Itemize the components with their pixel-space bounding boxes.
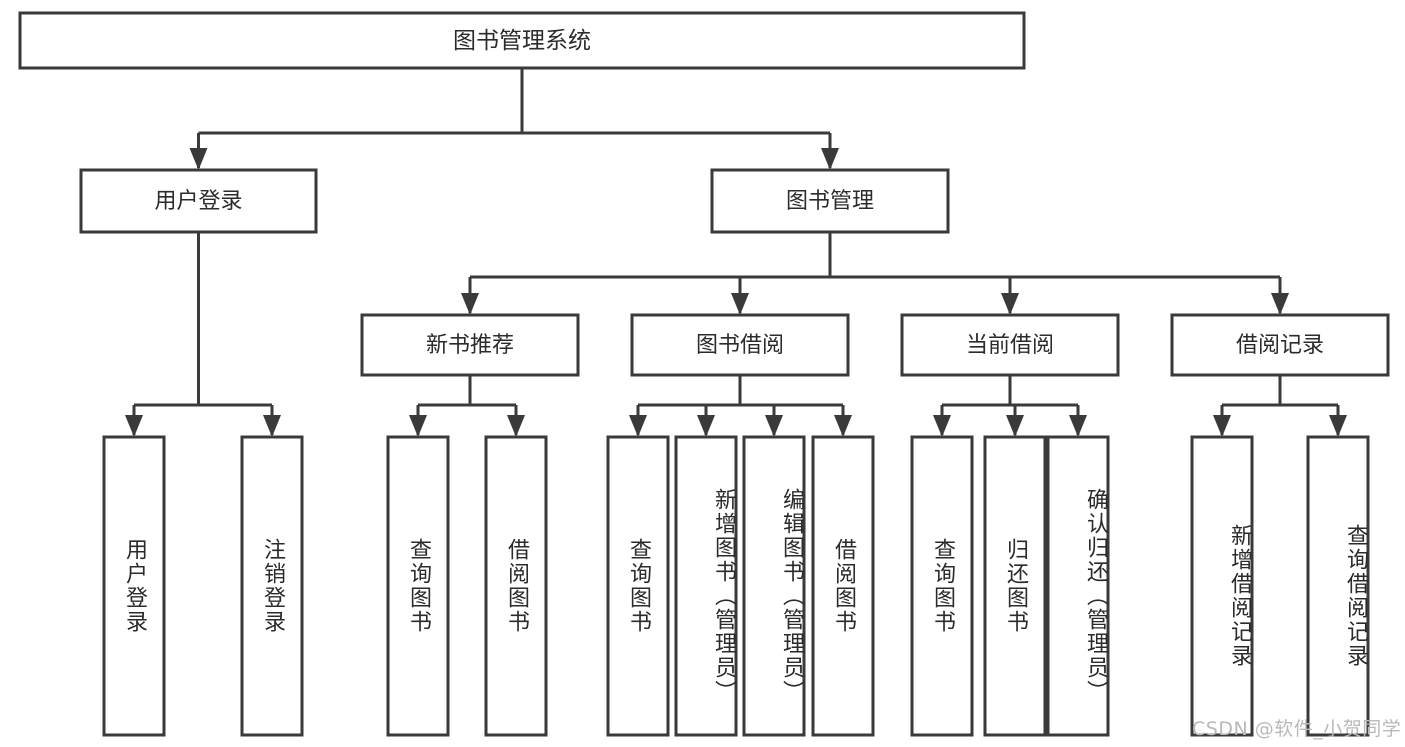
node-leaf-query-book-bb[interactable] xyxy=(606,435,670,737)
node-new-book-rec[interactable]: 新书推荐 xyxy=(360,313,580,377)
node-label: 借阅记录 xyxy=(1236,333,1324,358)
arrow-head-icon xyxy=(697,415,715,437)
node-leaf-add-record[interactable] xyxy=(1190,435,1254,737)
csdn-watermark: CSDN @软件_小贺同学 xyxy=(1192,718,1402,740)
node-label: 图书管理 xyxy=(786,189,874,214)
node-label: 当前借阅 xyxy=(966,333,1054,358)
node-user-login[interactable]: 用户登录 xyxy=(79,168,318,234)
node-label: 新书推荐 xyxy=(426,333,514,358)
arrow-head-icon xyxy=(629,415,647,437)
node-book-borrow[interactable]: 图书借阅 xyxy=(630,313,850,377)
arrow-head-icon xyxy=(1213,415,1231,437)
arrow-head-icon xyxy=(1271,293,1289,315)
arrow-head-icon xyxy=(263,415,281,437)
root-node-system[interactable]: 图书管理系统 xyxy=(18,11,1026,70)
arrow-head-icon xyxy=(1069,415,1087,437)
arrow-head-icon xyxy=(1006,415,1024,437)
arrow-head-icon xyxy=(731,293,749,315)
arrow-head-icon xyxy=(821,148,839,170)
arrow-head-icon xyxy=(765,415,783,437)
arrow-head-icon xyxy=(461,293,479,315)
arrow-head-icon xyxy=(189,148,208,170)
node-leaf-query-book-new[interactable] xyxy=(386,435,450,737)
arrow-head-icon xyxy=(834,415,852,437)
node-leaf-return-book[interactable] xyxy=(983,435,1047,737)
node-label: 图书借阅 xyxy=(696,333,784,358)
arrow-head-icon xyxy=(125,415,143,437)
arrow-head-icon xyxy=(409,415,427,437)
connector-layer xyxy=(125,68,1347,437)
arrow-head-icon xyxy=(507,415,525,437)
node-book-manage[interactable]: 图书管理 xyxy=(710,168,950,234)
node-label: 用户登录 xyxy=(154,189,242,214)
node-leaf-borrow-book-bb[interactable] xyxy=(811,435,875,737)
node-leaf-borrow-book-new[interactable] xyxy=(484,435,548,737)
node-leaf-add-book[interactable] xyxy=(674,435,738,737)
node-leaf-user-login[interactable] xyxy=(102,435,166,737)
node-leaf-logout[interactable] xyxy=(240,435,304,737)
arrow-head-icon xyxy=(1001,293,1019,315)
node-leaf-query-record[interactable] xyxy=(1306,435,1370,737)
node-label: 图书管理系统 xyxy=(453,28,591,54)
node-leaf-edit-book[interactable] xyxy=(742,435,806,737)
arrow-head-icon xyxy=(1329,415,1347,437)
node-leaf-confirm-return[interactable] xyxy=(1046,435,1110,737)
node-borrow-record[interactable]: 借阅记录 xyxy=(1170,313,1390,377)
node-leaf-query-book-cb[interactable] xyxy=(910,435,974,737)
arrow-head-icon xyxy=(933,415,951,437)
node-current-borrow[interactable]: 当前借阅 xyxy=(900,313,1120,377)
